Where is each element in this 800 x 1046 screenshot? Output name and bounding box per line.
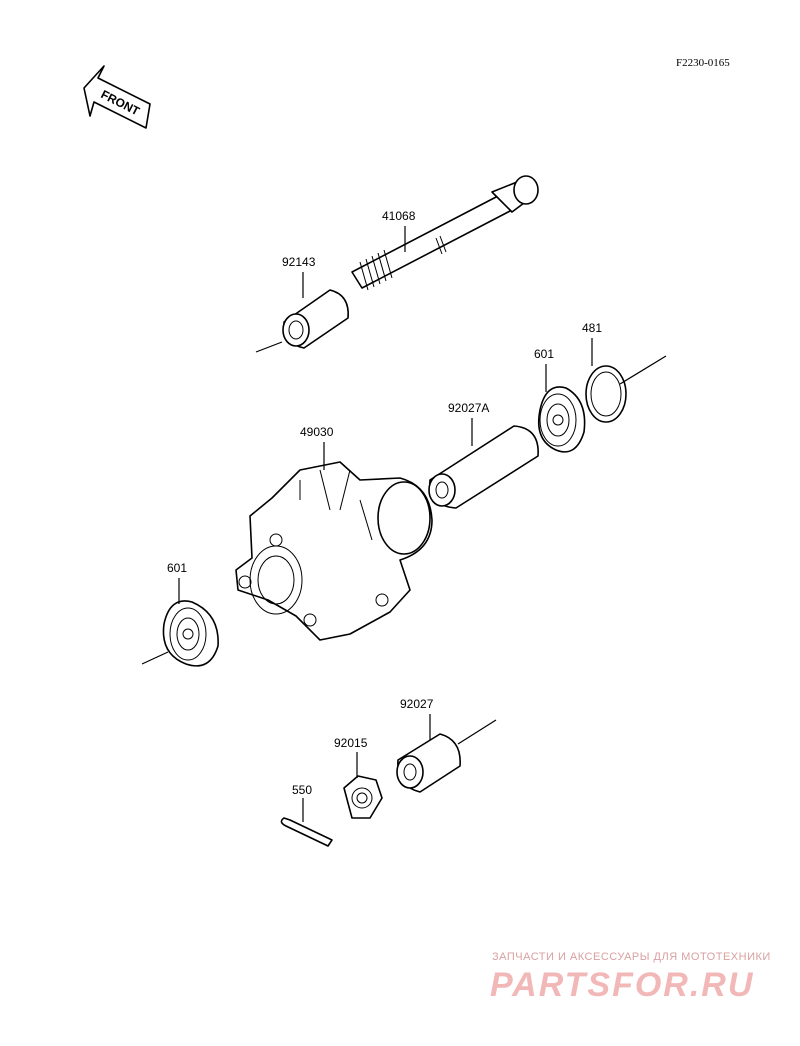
label-481: 481: [582, 321, 602, 335]
collar-92027: 92027: [396, 697, 497, 793]
watermark-tagline: ЗАПЧАСТИ И АКСЕССУАРЫ ДЛЯ МОТОТЕХНИКИ: [492, 951, 771, 963]
circlip-481: 481: [582, 321, 667, 423]
nut-92015: 92015: [334, 736, 383, 819]
label-41068: 41068: [382, 209, 416, 223]
bearing-601-left: 601: [141, 561, 219, 667]
axle-bolt-41068: 41068: [351, 175, 539, 291]
label-550: 550: [292, 783, 312, 797]
spacer-92027A: 92027A: [428, 401, 539, 509]
bearing-601-right: 601: [534, 347, 586, 453]
label-92027: 92027: [400, 697, 434, 711]
cotter-pin-550: 550: [280, 783, 333, 847]
hub-49030: 49030: [235, 425, 433, 641]
label-601-left: 601: [167, 561, 187, 575]
label-92143: 92143: [282, 255, 316, 269]
front-arrow-icon: FRONT: [83, 65, 151, 129]
watermark-brand: PARTSFOR.RU: [490, 966, 754, 1004]
diagram-code: F2230-0165: [676, 57, 730, 69]
label-49030: 49030: [300, 425, 334, 439]
label-601-right: 601: [534, 347, 554, 361]
label-92015: 92015: [334, 736, 368, 750]
collar-92143: 92143: [255, 255, 349, 353]
label-92027A: 92027A: [448, 401, 489, 415]
